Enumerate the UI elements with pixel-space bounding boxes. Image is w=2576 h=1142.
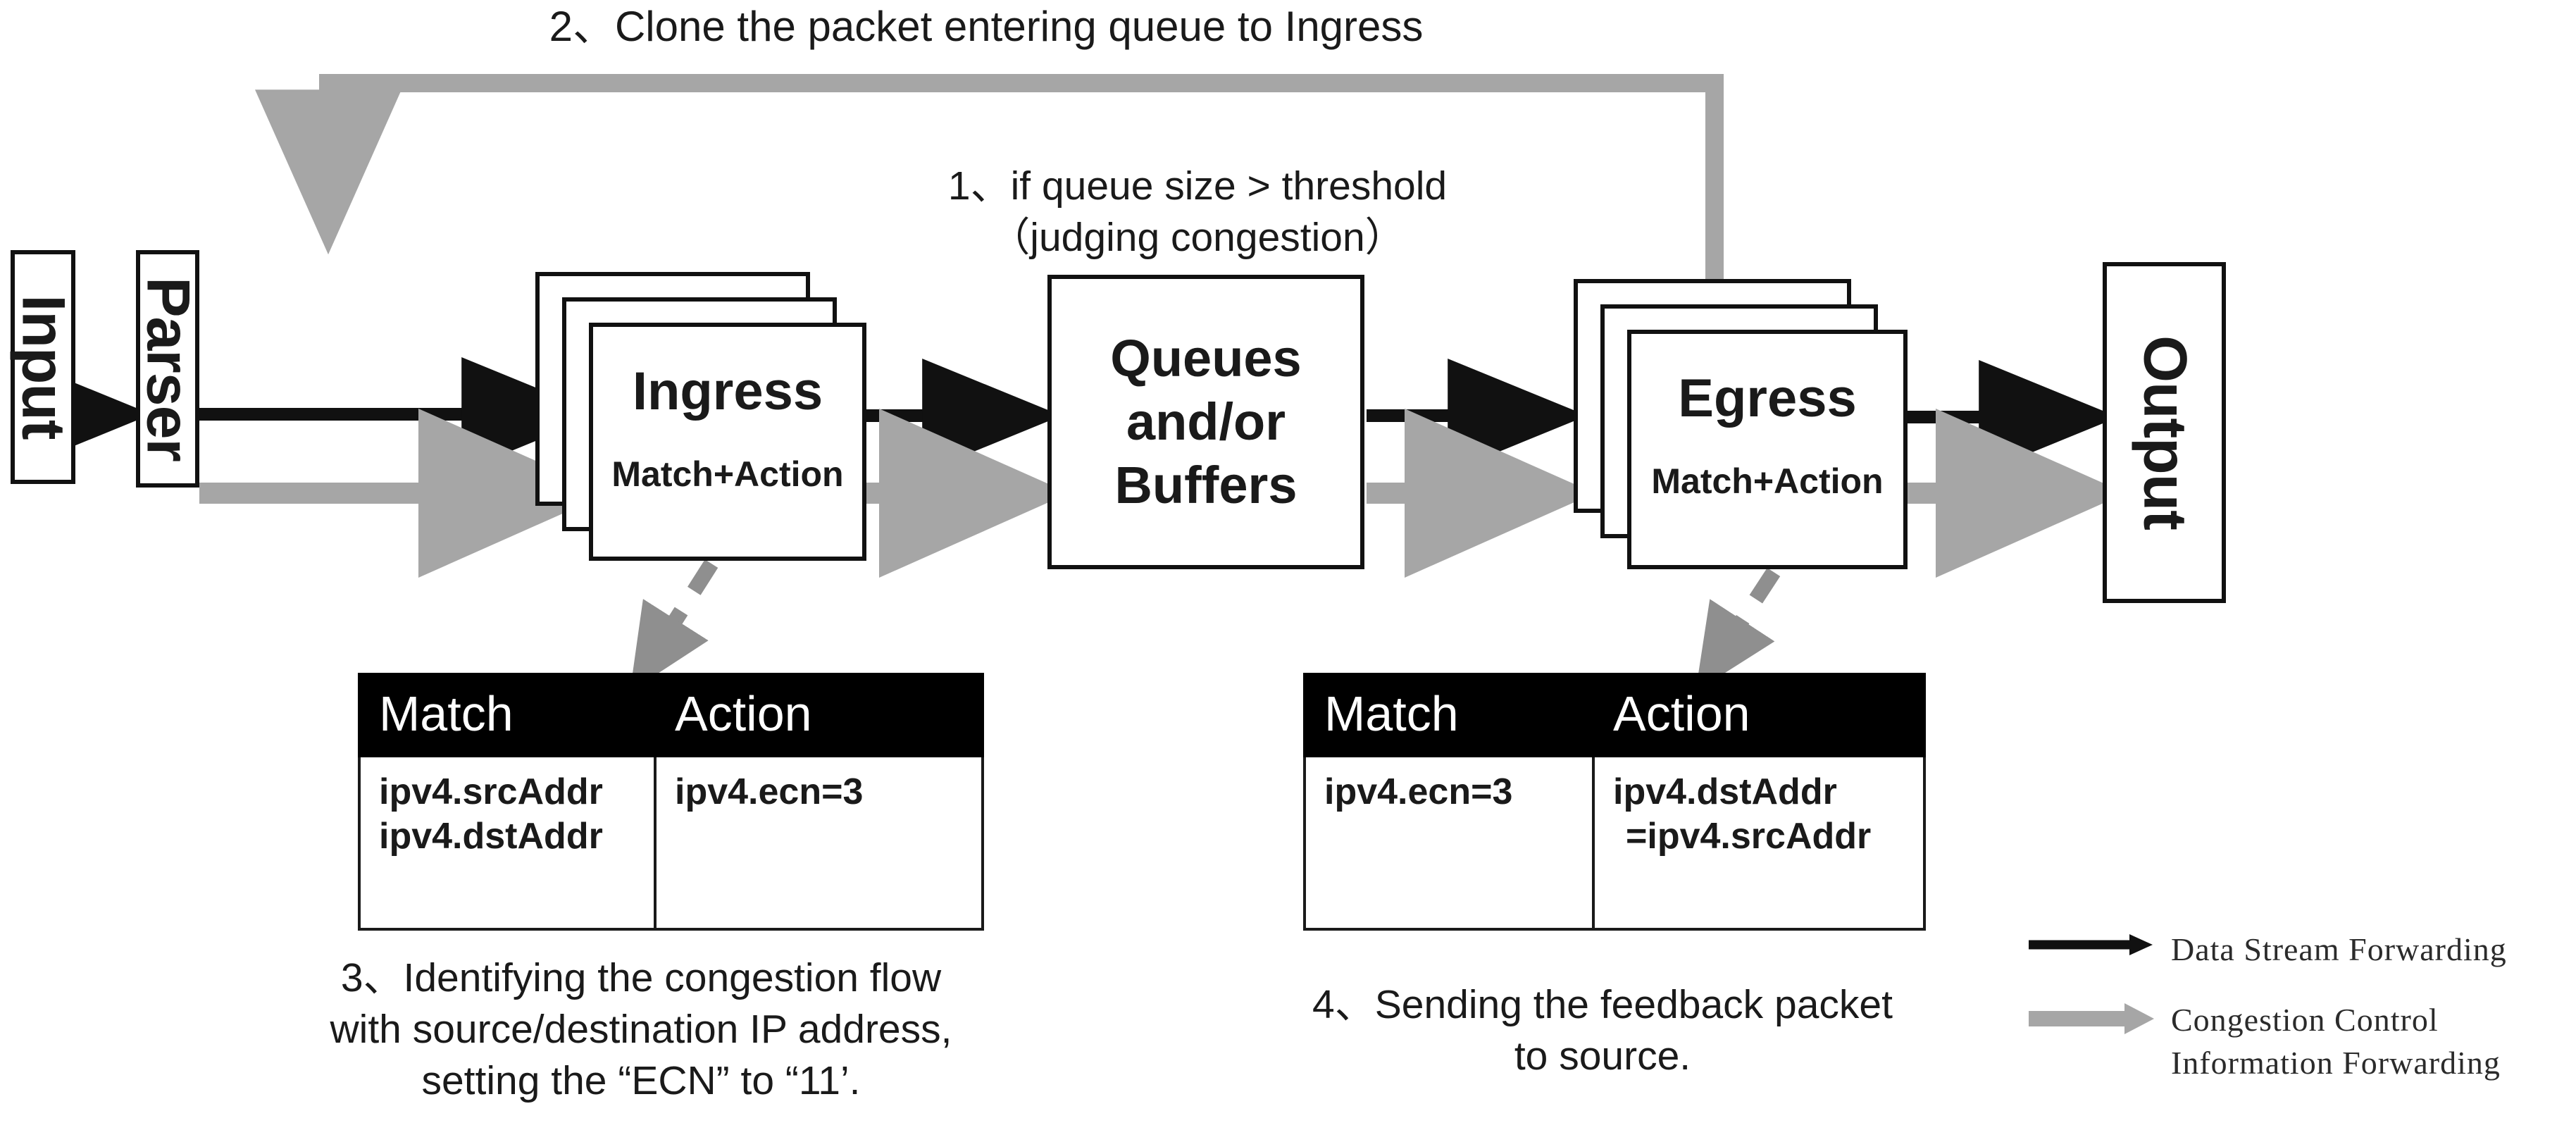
legend-label-congestion-control: Congestion Control Information Forwardin… xyxy=(2171,1002,2501,1081)
output-label: Output xyxy=(2131,335,2198,530)
egress-action-line-1: ipv4.dstAddr xyxy=(1613,771,1837,812)
ingress-table-cell-match: ipv4.srcAddr ipv4.dstAddr xyxy=(358,755,657,931)
ingress-match-line-1: ipv4.srcAddr xyxy=(379,771,603,812)
table-row: ipv4.ecn=3 ipv4.dstAddr =ipv4.srcAddr xyxy=(1303,755,1926,931)
input-label: Input xyxy=(9,294,77,440)
note-step-4-line-2: to source. xyxy=(1514,1033,1691,1079)
queues-line-2: and/or xyxy=(1126,392,1286,451)
egress-subtitle: Match+Action xyxy=(1651,461,1884,501)
note-step-3-line-3: setting the “ECN” to “11’. xyxy=(421,1057,861,1103)
egress-sheet-front: Egress Match+Action xyxy=(1627,330,1908,569)
table-header-row: Match Action xyxy=(1303,673,1926,757)
egress-match-action-table[interactable]: Match Action ipv4.ecn=3 ipv4.dstAddr =ip… xyxy=(1303,673,1926,931)
egress-title: Egress xyxy=(1678,368,1857,428)
note-step-1-line-1: 1、if queue size > threshold xyxy=(947,163,1448,209)
note-step-3-line-2: with source/destination IP address, xyxy=(330,1006,952,1052)
queues-line-1: Queues xyxy=(1110,328,1302,387)
note-step-1-line-2: （judging congestion） xyxy=(990,214,1405,260)
ingress-subtitle: Match+Action xyxy=(611,454,844,494)
queues-line-3: Buffers xyxy=(1114,456,1298,515)
queues-block[interactable]: Queues and/or Buffers xyxy=(1047,275,1364,569)
ingress-stack[interactable]: Ingress Match+Action xyxy=(535,272,866,561)
egress-stack[interactable]: Egress Match+Action xyxy=(1574,279,1912,575)
ingress-match-line-2: ipv4.dstAddr xyxy=(379,816,603,857)
ingress-table-leader xyxy=(630,559,718,692)
ingress-match-action-table[interactable]: Match Action ipv4.srcAddr ipv4.dstAddr i… xyxy=(358,673,984,931)
legend-item-data-stream: Data Stream Forwarding xyxy=(2029,929,2507,972)
note-step-1: 1、if queue size > threshold （judging con… xyxy=(881,161,1514,263)
egress-table-cell-action: ipv4.dstAddr =ipv4.srcAddr xyxy=(1592,755,1926,931)
parser-block[interactable]: Parser xyxy=(135,250,202,488)
note-step-4-line-1: 4、Sending the feedback packet xyxy=(1312,982,1893,1027)
ingress-title: Ingress xyxy=(632,361,823,421)
note-step-3-line-1: 3、Identifying the congestion flow xyxy=(340,955,942,1000)
egress-action-line-2: =ipv4.srcAddr xyxy=(1626,816,1872,857)
legend-item-congestion-control: Congestion Control Information Forwardin… xyxy=(2029,999,2501,1084)
ingress-sheet-front: Ingress Match+Action xyxy=(589,323,866,561)
ingress-table-cell-action: ipv4.ecn=3 xyxy=(654,755,984,931)
solid-black-arrow-icon xyxy=(2029,934,2153,955)
note-step-3: 3、Identifying the congestion flow with s… xyxy=(232,952,1050,1107)
egress-table-cell-match: ipv4.ecn=3 xyxy=(1303,755,1595,931)
ingress-table-header-action: Action xyxy=(654,673,984,757)
egress-table-header-match: Match xyxy=(1303,673,1595,757)
table-row: ipv4.srcAddr ipv4.dstAddr ipv4.ecn=3 xyxy=(358,755,984,931)
parser-label: Parser xyxy=(134,276,202,461)
egress-table-header-action: Action xyxy=(1592,673,1926,757)
table-header-row: Match Action xyxy=(358,673,984,757)
solid-gray-arrow-icon xyxy=(2029,1003,2154,1034)
egress-table-leader xyxy=(1695,567,1781,692)
ingress-table-header-match: Match xyxy=(358,673,657,757)
note-step-4: 4、Sending the feedback packet to source. xyxy=(1240,979,1965,1082)
output-block[interactable]: Output xyxy=(2103,262,2226,603)
note-step-2: 2、Clone the packet entering queue to Ing… xyxy=(549,3,1424,50)
legend-label-data-stream: Data Stream Forwarding xyxy=(2171,931,2507,967)
input-block[interactable]: Input xyxy=(9,250,77,484)
